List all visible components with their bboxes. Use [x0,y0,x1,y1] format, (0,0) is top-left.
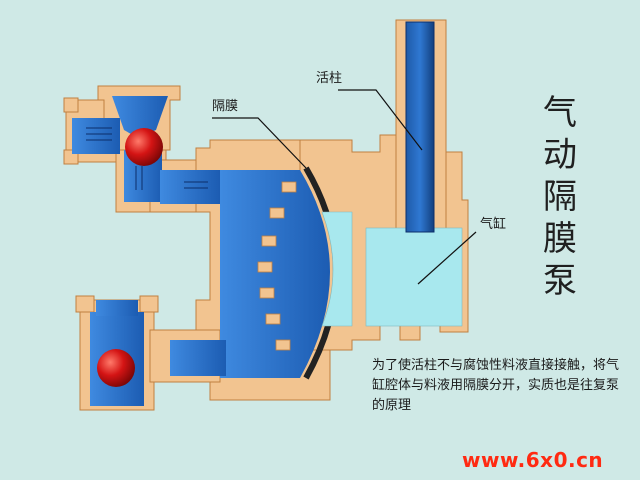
liquid-region [72,96,330,406]
upper-check-ball [125,128,163,166]
cylinder-label: 气缸 [480,217,507,232]
watermark: www.6x0.cn [462,448,604,472]
piston-rod [405,21,435,233]
piston-label: 活柱 [316,71,343,86]
diaphragm-leader [212,117,307,169]
piston-leader [338,89,423,151]
cylinder-leader [417,231,477,285]
diaphragm-label: 隔膜 [212,99,239,114]
lower-check-ball [97,349,135,387]
flow-arrows [86,127,208,190]
caption-note: 为了使活柱不与腐蚀性料液直接接触，将气缸腔体与料液用隔膜分开，实质也是往复泵的原… [372,358,620,413]
air-chamber [321,211,463,327]
diagram-title: 气动隔膜泵 [543,93,577,301]
diaphragm-support [257,181,297,351]
